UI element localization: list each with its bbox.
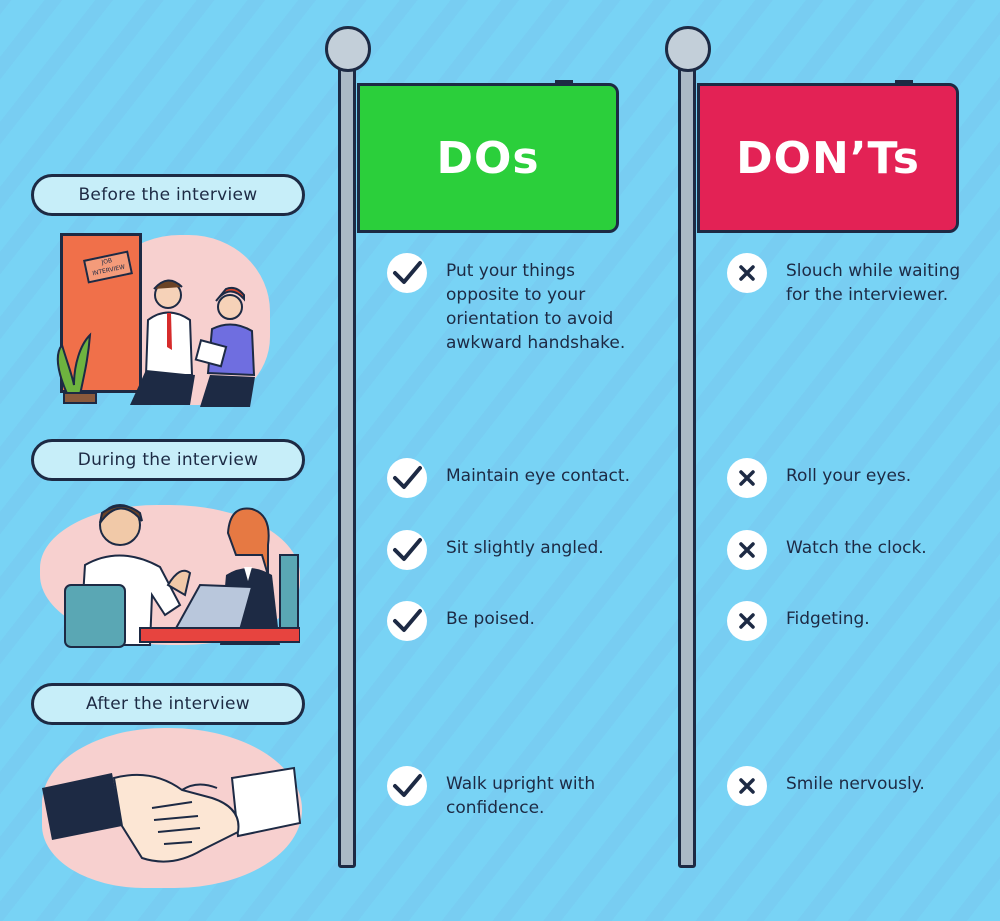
dos-flag: DOs xyxy=(357,83,619,233)
donts-flagpole-knob xyxy=(665,26,711,72)
donts-item: Smile nervously. xyxy=(727,766,992,806)
cross-icon xyxy=(727,253,767,293)
dos-item: Walk upright with confidence. xyxy=(387,766,647,820)
check-icon xyxy=(387,458,427,498)
cross-icon xyxy=(727,458,767,498)
dos-flag-notch xyxy=(555,80,573,84)
dos-item: Sit slightly angled. xyxy=(387,530,677,570)
waiting-people-drawing xyxy=(56,279,256,407)
stage-label-before: Before the interview xyxy=(31,174,305,216)
dos-flagpole xyxy=(338,60,356,868)
check-icon xyxy=(387,530,427,570)
dos-item: Maintain eye contact. xyxy=(387,458,677,498)
donts-flagpole xyxy=(678,60,696,868)
dos-item: Be poised. xyxy=(387,601,677,641)
handshake-drawing xyxy=(42,766,302,863)
cross-icon xyxy=(727,766,767,806)
stage-label-after: After the interview xyxy=(31,683,305,725)
check-icon xyxy=(387,766,427,806)
dos-flagpole-knob xyxy=(325,26,371,72)
cross-icon xyxy=(727,601,767,641)
donts-item: Slouch while waiting for the interviewer… xyxy=(727,253,967,307)
check-icon xyxy=(387,253,427,293)
donts-flag-notch xyxy=(895,80,913,84)
check-icon xyxy=(387,601,427,641)
donts-item: Roll your eyes. xyxy=(727,458,992,498)
donts-item: Watch the clock. xyxy=(727,530,992,570)
meeting-drawing xyxy=(64,504,300,648)
donts-title: DON’Ts xyxy=(736,132,920,184)
cross-icon xyxy=(727,530,767,570)
waiting-illustration: JOB INTERVIEW xyxy=(50,225,270,410)
dos-title: DOs xyxy=(436,132,540,184)
handshake-illustration xyxy=(42,728,302,888)
donts-flag: DON’Ts xyxy=(697,83,959,233)
donts-item: Fidgeting. xyxy=(727,601,992,641)
meeting-illustration xyxy=(40,495,300,650)
dos-item: Put your things opposite to your orienta… xyxy=(387,253,627,355)
stage-label-during: During the interview xyxy=(31,439,305,481)
